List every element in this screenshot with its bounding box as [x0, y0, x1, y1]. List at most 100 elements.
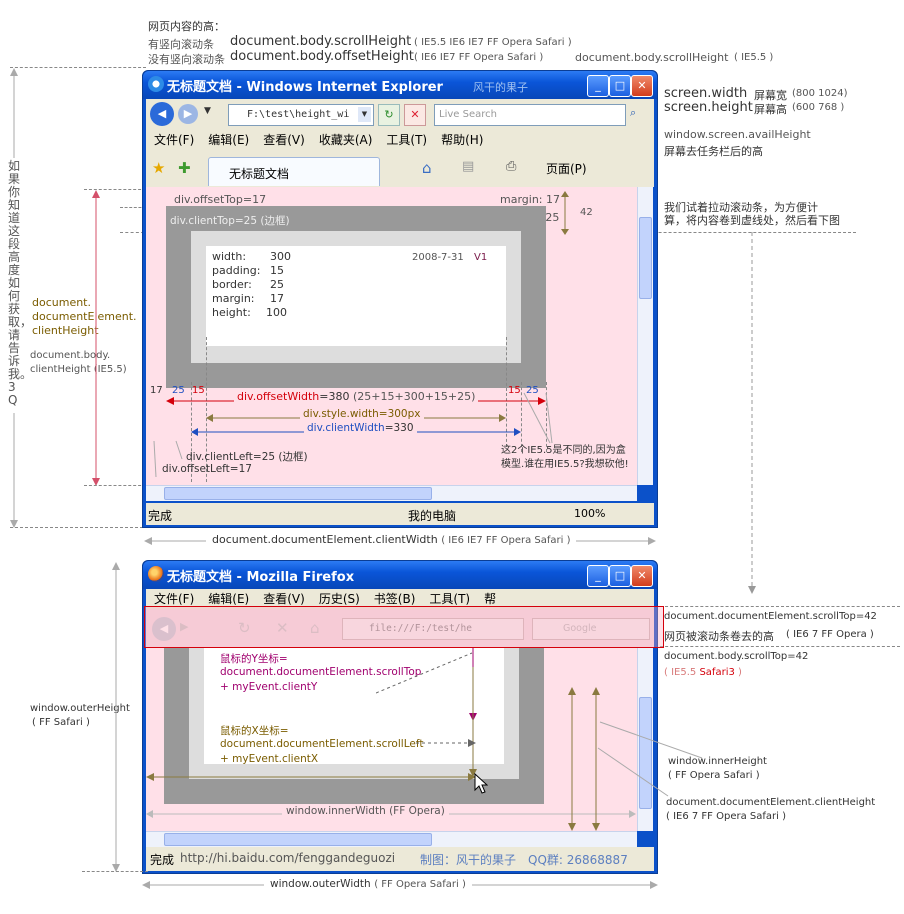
doc-el-scrolltop-code: document.documentElement.scrollTop=42: [664, 611, 877, 622]
tab-untitled[interactable]: 无标题文档: [208, 157, 380, 186]
guide-line: [120, 207, 146, 208]
ff-titlebar[interactable]: 无标题文档 - Mozilla Firefox _ □ ✕: [143, 561, 657, 589]
try-scroll-note-2: 算，将内容卷到虚线处，然后看下图: [664, 214, 840, 227]
maximize-button[interactable]: □: [609, 75, 631, 97]
back-arrow-icon[interactable]: ◀: [150, 102, 174, 126]
chevron-down-icon[interactable]: ▼: [358, 107, 371, 122]
page-menu[interactable]: 页面(P): [546, 162, 587, 176]
num-25-left: 25: [172, 385, 185, 396]
ff-menu-file[interactable]: 文件(F): [154, 592, 195, 606]
style-width-label: div.style.width=300px: [300, 408, 424, 420]
home-icon[interactable]: ⌂: [310, 619, 320, 637]
ff-menu-help[interactable]: 帮: [484, 592, 497, 606]
ff-qq: QQ群: 26868887: [528, 853, 628, 867]
inner-height-arrows: [568, 687, 600, 831]
body-offsetheight-code: document.body.offsetHeight: [230, 49, 414, 64]
ie-zone: 我的电脑: [408, 509, 457, 523]
ie-vertical-scrollbar[interactable]: [637, 187, 653, 485]
screen-height-vals: (600 768 ): [792, 102, 845, 113]
menu-view[interactable]: 查看(V): [263, 133, 305, 147]
ie-address-input[interactable]: F:\test\height_wi ▼: [228, 104, 374, 126]
ff-menu-edit[interactable]: 编辑(E): [208, 592, 250, 606]
height-question-vertical-text: 如果你知道这段高度如何获取，请告诉我。3Q: [8, 159, 33, 407]
ie-horizontal-scrollbar[interactable]: [146, 485, 637, 501]
favorites-star-icon[interactable]: ★: [152, 159, 166, 177]
top-heading: 网页内容的高：: [148, 20, 225, 33]
add-favorite-icon[interactable]: ✚: [178, 159, 191, 177]
search-icon[interactable]: ⌕: [630, 106, 637, 119]
home-icon[interactable]: ⌂: [422, 159, 432, 177]
guide-line: [650, 646, 900, 647]
menu-file[interactable]: 文件(F): [154, 133, 195, 147]
body-scrollheight-code: document.body.scrollHeight: [230, 34, 412, 49]
left-pointer-lines: [153, 440, 183, 478]
ff-vertical-scrollbar[interactable]: [637, 647, 653, 831]
stop-icon[interactable]: ✕: [404, 104, 426, 126]
client-width-label: div.clientWidth=330: [304, 422, 417, 434]
ie-horizontal-scroll-thumb[interactable]: [164, 487, 432, 500]
screen-width-code: screen.width: [664, 86, 748, 101]
menu-favorites[interactable]: 收藏夹(A): [318, 133, 373, 147]
ff-menu-tools[interactable]: 工具(T): [429, 592, 471, 606]
scrolltop-note: ( IE6 7 FF Opera ): [786, 629, 874, 640]
tab-label: 无标题文档: [229, 167, 290, 181]
scroll-guide-arrow: [748, 232, 756, 594]
ff-search-engine: Google: [563, 623, 597, 634]
back-arrow-icon[interactable]: ◀: [152, 617, 176, 641]
inner-width-note: (FF Opera): [389, 805, 445, 817]
forward-arrow-icon[interactable]: ▶: [178, 104, 198, 124]
ff-search-input[interactable]: Google: [532, 618, 650, 640]
ff-menu-view[interactable]: 查看(V): [263, 592, 305, 606]
print-icon[interactable]: ⎙: [506, 159, 517, 174]
body-scrollheight-ie55-code: document.body.scrollHeight: [575, 51, 729, 64]
menu-help[interactable]: 帮助(H): [441, 133, 484, 147]
ie55-note-1: 这2个IE5.5是不同的,因为盒: [501, 445, 626, 456]
ie-search-input[interactable]: Live Search: [434, 104, 626, 126]
body-scrolltop-end: ): [738, 667, 742, 678]
offset-top-label: div.offsetTop=17: [174, 193, 267, 206]
mouse-y-title: 鼠标的Y坐标=: [220, 653, 288, 665]
minimize-button[interactable]: _: [587, 565, 609, 587]
ff-horizontal-scroll-thumb[interactable]: [164, 833, 432, 846]
num-25-right: 25: [526, 385, 539, 396]
ff-status-bar: 完成 http://hi.baidu.com/fenggandeguozi 制图…: [146, 847, 654, 871]
ff-menu-bookmarks[interactable]: 书签(B): [373, 592, 416, 606]
ff-horizontal-scrollbar[interactable]: [146, 831, 637, 847]
mouse-x-title: 鼠标的X坐标=: [220, 725, 289, 737]
close-button[interactable]: ✕: [631, 565, 653, 587]
chevron-down-icon[interactable]: ▼: [204, 106, 211, 116]
ie-zoom[interactable]: 100%: [574, 507, 606, 520]
maximize-button[interactable]: □: [609, 565, 631, 587]
scrollbar-no-label: 没有竖向滚动条: [148, 53, 225, 66]
forward-arrow-icon[interactable]: ▶: [180, 620, 189, 633]
ff-window: 无标题文档 - Mozilla Firefox _ □ ✕ 文件(F) 编辑(E)…: [142, 560, 658, 874]
ff-content: 鼠标的Y坐标= document.documentElement.scrollT…: [146, 647, 637, 831]
client-height-arrow: [92, 190, 100, 486]
ie-title-extra: 风干的果子: [473, 81, 528, 94]
doc-el-clientwidth-label: document.documentElement.clientWidth ( I…: [206, 533, 577, 546]
ff-address-input[interactable]: file:///F:/test/he: [342, 618, 524, 640]
ie-address-value: F:\test\height_wi: [247, 109, 350, 120]
close-button[interactable]: ✕: [631, 75, 653, 97]
body-scrolltop-ie55: ( IE5.5: [664, 667, 697, 678]
ie-tab-bar: ★ ✚ 无标题文档 ⌂ ▤ ⎙ 页面(P): [146, 151, 654, 187]
reload-icon[interactable]: ↻: [238, 619, 251, 637]
stop-icon[interactable]: ✕: [276, 619, 289, 637]
ff-menu-history[interactable]: 历史(S): [318, 592, 360, 606]
rss-icon[interactable]: ▤: [462, 159, 475, 174]
ie-titlebar[interactable]: 无标题文档 - Windows Internet Explorer 风干的果子 …: [143, 71, 657, 99]
outer-height-note: ( FF Safari ): [32, 717, 90, 728]
screen-width-vals: (800 1024): [792, 88, 848, 99]
ie-status-text: 完成: [148, 509, 173, 523]
ff-status-url[interactable]: http://hi.baidu.com/fenggandeguozi: [180, 851, 396, 865]
refresh-icon[interactable]: ↻: [378, 104, 400, 126]
box-date: 2008-7-31: [412, 252, 464, 263]
minimize-button[interactable]: _: [587, 75, 609, 97]
ff-vertical-scroll-thumb[interactable]: [639, 697, 652, 809]
ie-vertical-scroll-thumb[interactable]: [639, 217, 652, 299]
mouse-x-line3: + myEvent.clientX: [220, 753, 319, 765]
menu-edit[interactable]: 编辑(E): [208, 133, 250, 147]
menu-tools[interactable]: 工具(T): [386, 133, 428, 147]
sum-42-arrow: [561, 191, 569, 235]
box-height-key: height:: [212, 306, 251, 319]
